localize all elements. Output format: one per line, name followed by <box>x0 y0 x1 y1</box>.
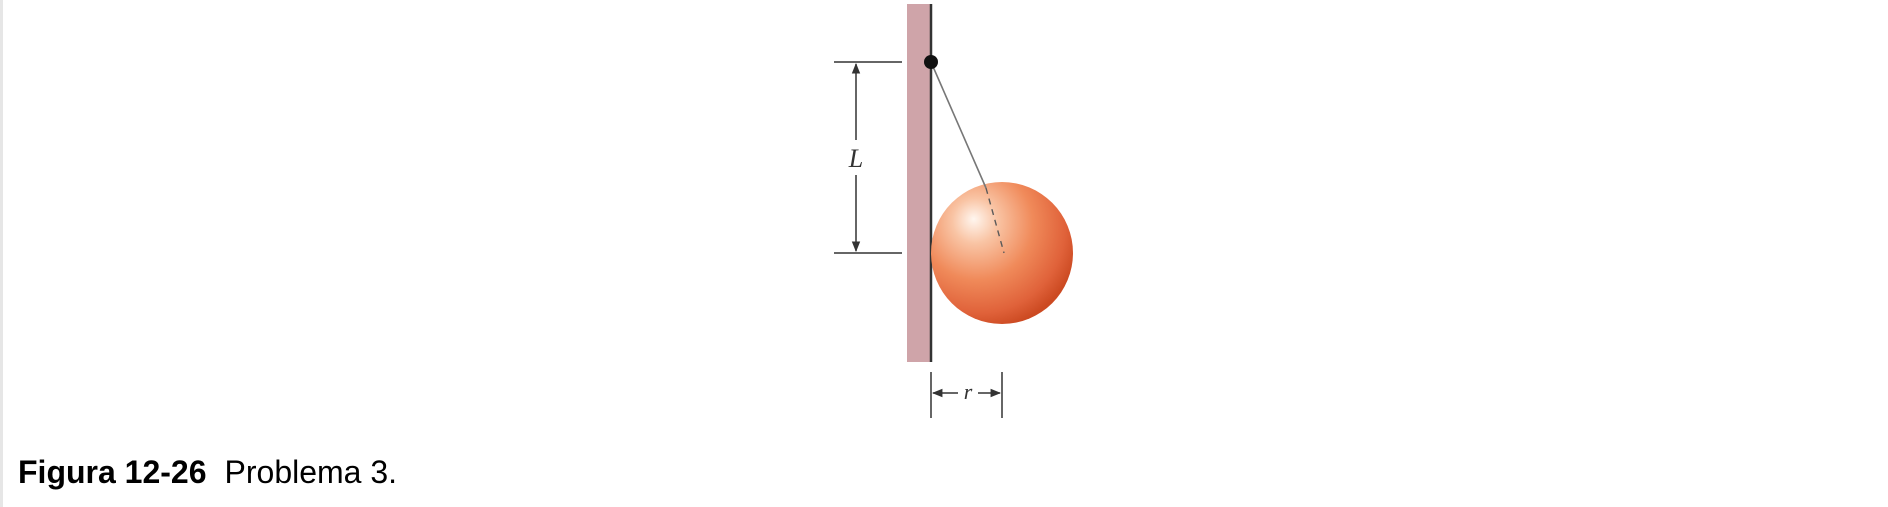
attachment-point <box>924 55 938 69</box>
r-label: r <box>964 379 973 404</box>
figure-caption-text: Problema 3. <box>224 454 398 490</box>
figure-number: Figura 12-26 <box>18 454 207 490</box>
string <box>930 61 987 189</box>
page-left-border <box>0 0 3 507</box>
L-label: L <box>848 144 863 173</box>
sphere <box>931 182 1073 324</box>
string-extension-dashed <box>985 187 1005 254</box>
figure-caption: Figura 12-26 Problema 3. <box>18 454 397 491</box>
